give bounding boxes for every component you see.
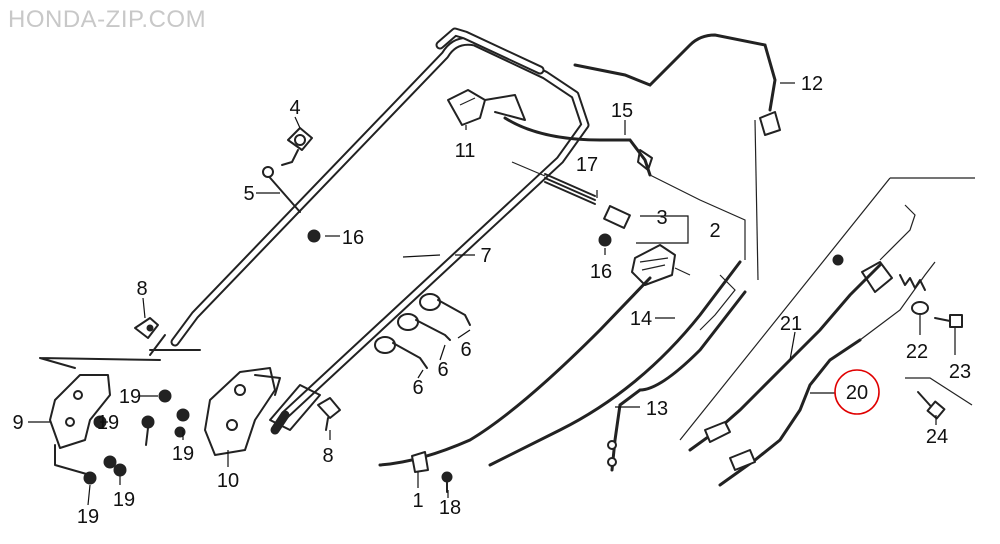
upper-handle[interactable]	[170, 27, 590, 420]
cable-clamp-3[interactable]	[603, 205, 631, 229]
callout-21: 21	[780, 313, 802, 335]
leader-lines	[28, 82, 956, 506]
knob-8a[interactable]	[134, 317, 159, 339]
clip-6-set[interactable]	[374, 293, 471, 369]
bracket-1[interactable]	[411, 451, 429, 473]
callout-20: 20	[846, 382, 868, 404]
bolt-24[interactable]	[917, 391, 946, 420]
callout-19: 19	[119, 386, 141, 408]
callout-6: 6	[460, 339, 471, 361]
nuts-19[interactable]	[83, 389, 190, 485]
bolt-18[interactable]	[441, 471, 453, 493]
callout-3: 3	[656, 207, 667, 229]
watermark: HONDA-ZIP.COM	[8, 6, 207, 33]
callout-6: 6	[437, 359, 448, 381]
callout-7: 7	[480, 245, 491, 267]
nut-16b[interactable]	[598, 233, 612, 247]
cable-panel-frame	[679, 177, 975, 441]
callout-1: 1	[412, 490, 423, 512]
callout-19: 19	[113, 489, 135, 511]
callout-19: 19	[97, 412, 119, 434]
cable-15[interactable]	[503, 116, 746, 260]
cable-21[interactable]	[688, 204, 916, 452]
control-lever[interactable]	[447, 89, 526, 126]
callout-8: 8	[322, 445, 333, 467]
callout-22: 22	[906, 341, 928, 363]
callout-5: 5	[243, 183, 254, 205]
callout-16: 16	[342, 227, 364, 249]
bolt-17[interactable]	[511, 161, 596, 205]
callout-17: 17	[576, 154, 598, 176]
highlight-ring	[834, 369, 880, 415]
callout-6: 6	[412, 377, 423, 399]
callout-19: 19	[77, 506, 99, 528]
bracket-10[interactable]	[204, 367, 281, 456]
lower-handle-bar[interactable]	[149, 334, 321, 435]
callout-18: 18	[439, 497, 461, 519]
knob-4[interactable]	[281, 127, 313, 166]
spring-22[interactable]	[899, 274, 929, 315]
knob-8b[interactable]	[317, 397, 341, 431]
callout-13: 13	[646, 398, 668, 420]
callout-23: 23	[949, 361, 971, 383]
callout-19: 19	[172, 443, 194, 465]
cable-20[interactable]	[718, 261, 936, 487]
callout-10: 10	[217, 470, 239, 492]
callout-12: 12	[801, 73, 823, 95]
callout-8: 8	[136, 278, 147, 300]
bracket-9[interactable]	[39, 357, 161, 476]
callout-11: 11	[455, 140, 476, 162]
callout-16: 16	[590, 261, 612, 283]
cable-13[interactable]	[607, 290, 747, 472]
callout-4: 4	[289, 97, 300, 119]
callout-labels: 4 5 16 8 8 7 11 15 17 3 2 16 14 13 12 21…	[12, 73, 971, 528]
callout-15: 15	[611, 100, 633, 122]
nut-16a[interactable]	[307, 229, 321, 243]
callout-2: 2	[709, 220, 720, 242]
bolt-23[interactable]	[934, 314, 963, 328]
callout-14: 14	[630, 308, 652, 330]
top-cable[interactable]	[573, 33, 781, 281]
callout-9: 9	[12, 412, 23, 434]
bolt-5[interactable]	[262, 166, 301, 213]
cable-guide-2[interactable]	[631, 244, 691, 286]
callout-24: 24	[926, 426, 948, 448]
